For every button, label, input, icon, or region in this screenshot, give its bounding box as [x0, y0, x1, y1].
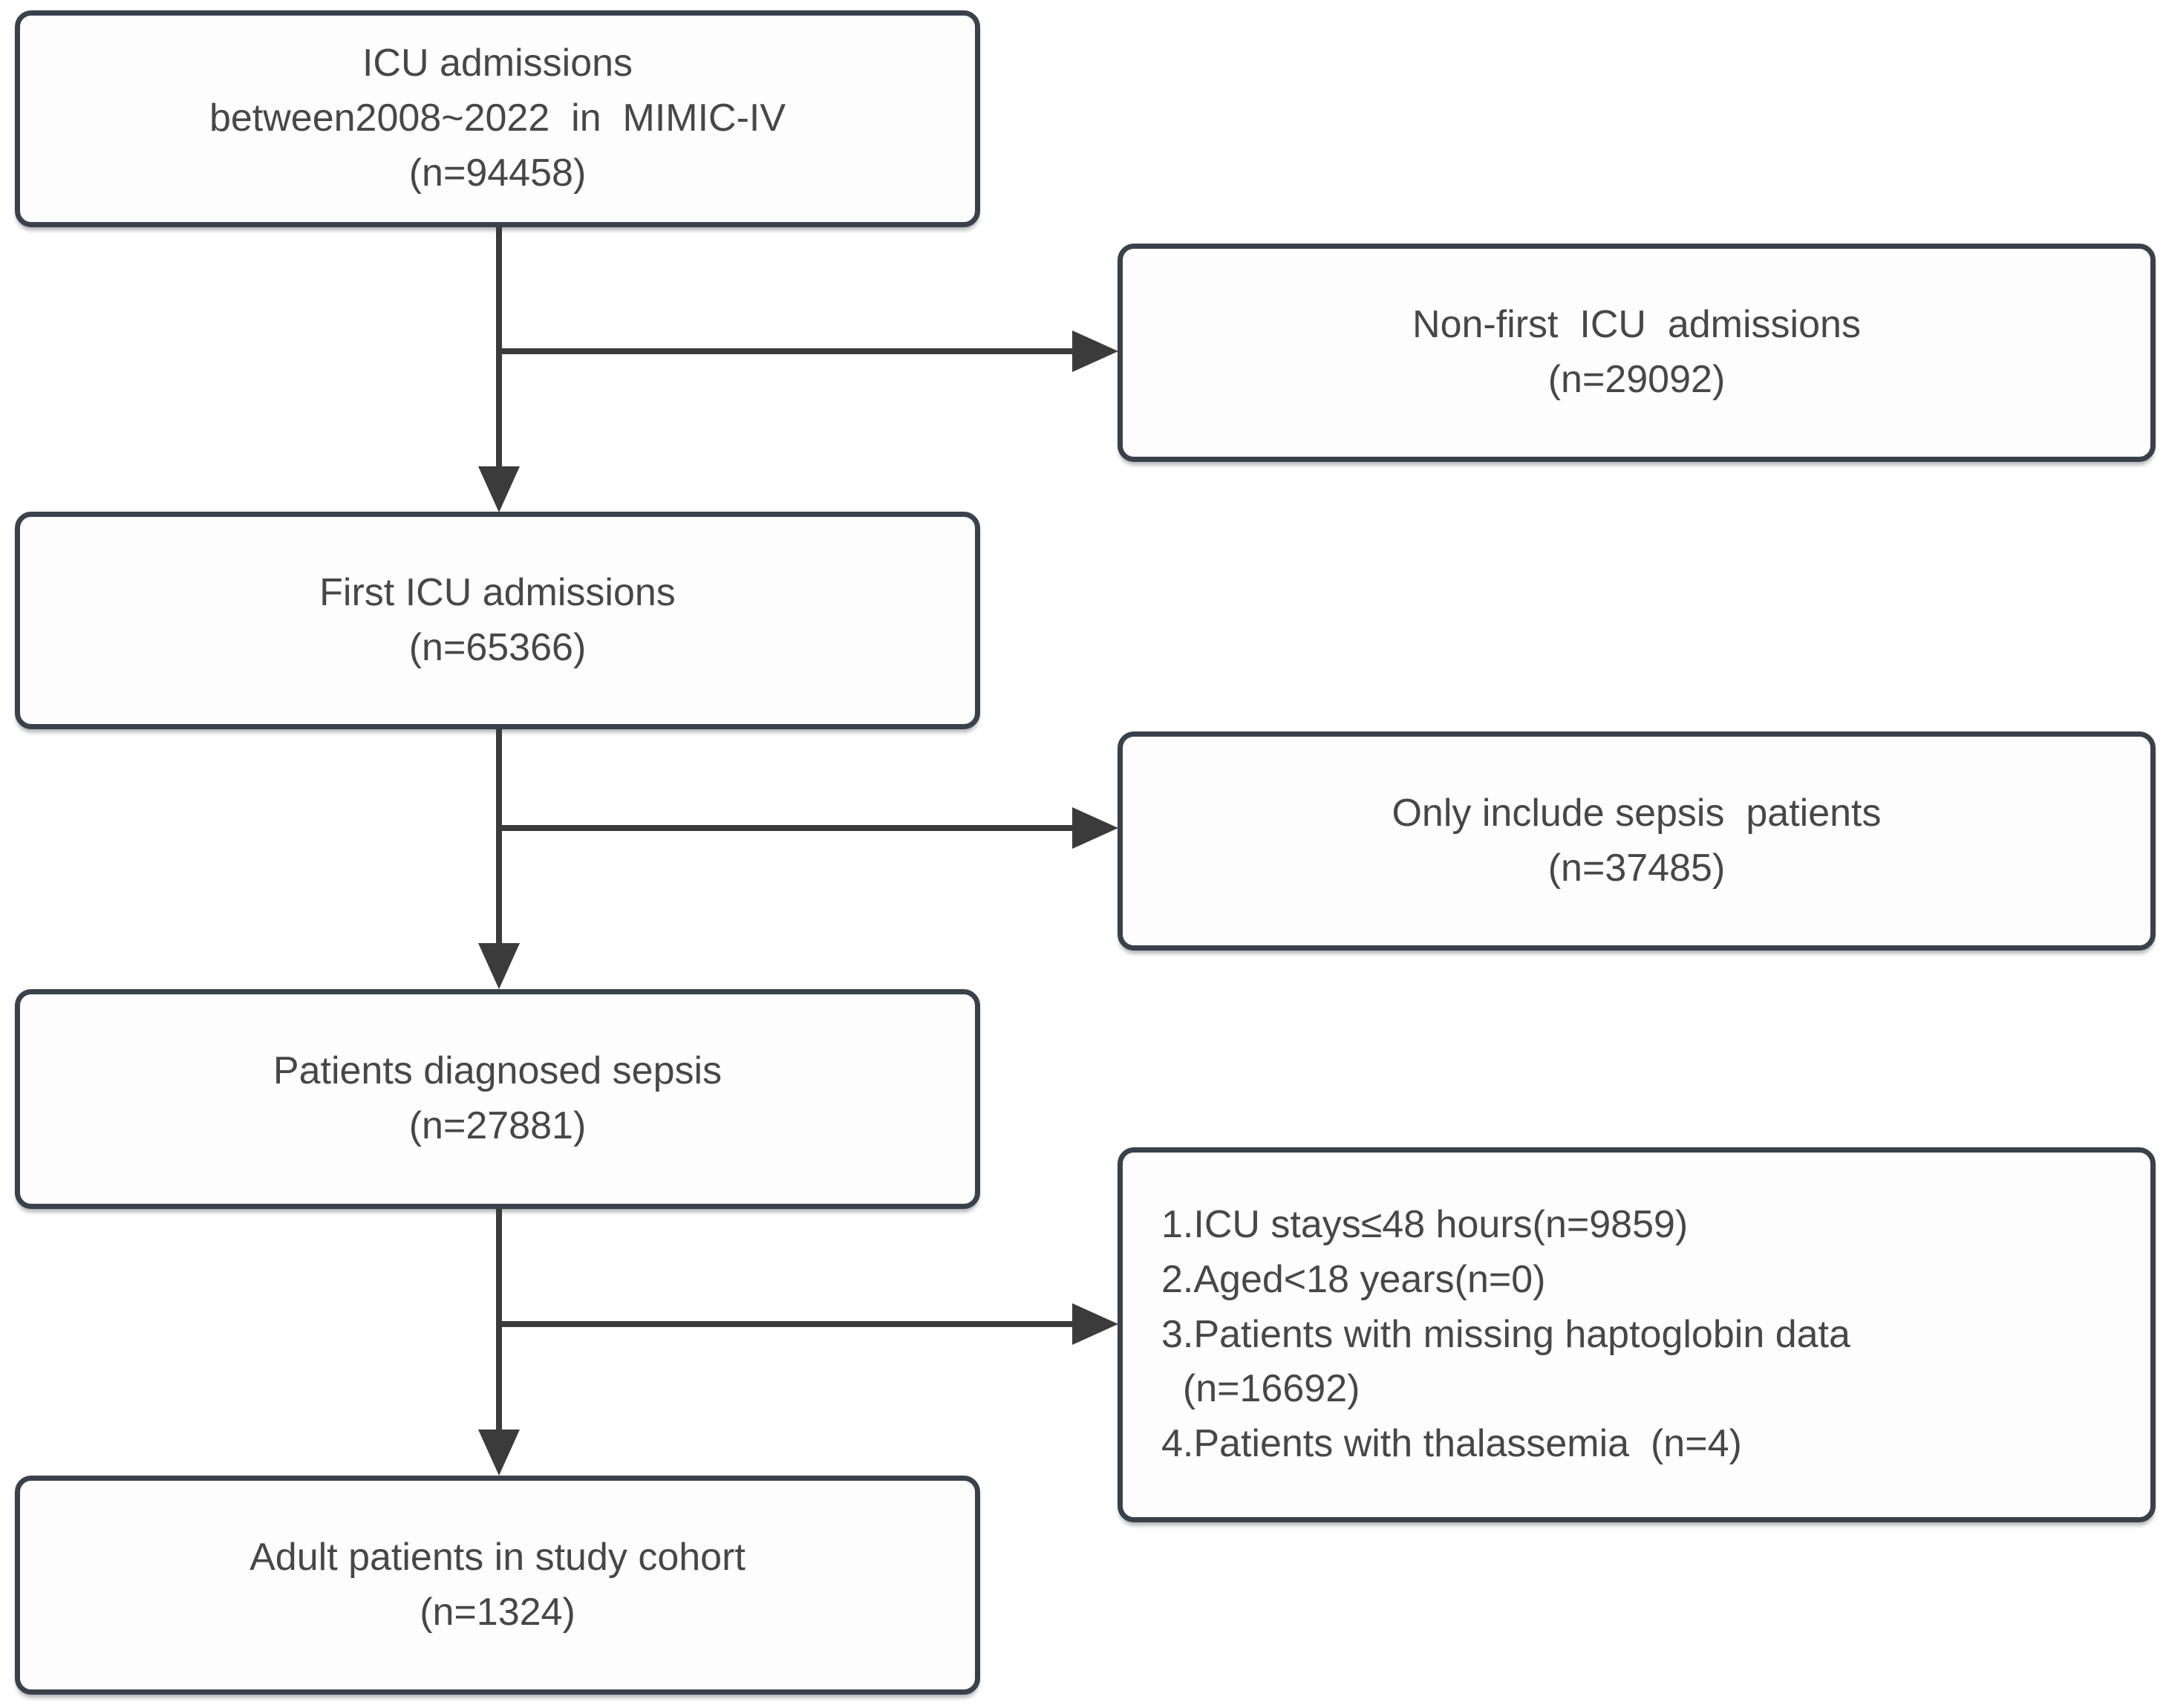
flow-box-non-first-admissions: Non-first ICU admissions (n=29092)	[1118, 244, 2156, 462]
connector-line-vertical-2	[496, 728, 502, 946]
flow-box-text: Adult patients in study cohort	[249, 1535, 746, 1579]
exclusion-item: 2.Aged<18 years(n=0)	[1161, 1257, 1546, 1301]
flow-box-first-admissions: First ICU admissions (n=65366)	[15, 512, 980, 729]
arrowhead-right-icon	[1072, 330, 1118, 372]
flow-box-count: (n=29092)	[1547, 358, 1726, 401]
flow-box-exclusions: 1.ICU stays≤48 hours(n=9859) 2.Aged<18 y…	[1118, 1147, 2156, 1522]
arrowhead-right-icon	[1072, 1303, 1118, 1345]
flow-box-only-sepsis: Only include sepsis patients (n=37485)	[1118, 731, 2156, 951]
flow-box-count: (n=65366)	[408, 625, 587, 669]
connector-line-vertical-3	[496, 1209, 502, 1430]
connector-line-horizontal-3	[499, 1321, 1075, 1327]
flow-box-text: Only include sepsis patients	[1392, 791, 1882, 835]
exclusion-item: 4.Patients with thalassemia (n=4)	[1161, 1422, 1742, 1466]
arrowhead-right-icon	[1072, 807, 1118, 849]
flow-box-icu-admissions: ICU admissions between2008~2022 in MIMIC…	[15, 10, 980, 227]
flow-box-study-cohort: Adult patients in study cohort (n=1324)	[15, 1476, 980, 1695]
arrowhead-down-icon	[478, 466, 520, 512]
arrowhead-down-icon	[478, 1430, 520, 1476]
flow-box-text: ICU admissions	[362, 42, 633, 85]
flow-box-count: (n=37485)	[1547, 846, 1726, 890]
flow-box-diagnosed-sepsis: Patients diagnosed sepsis (n=27881)	[15, 989, 980, 1209]
connector-line-horizontal-2	[499, 825, 1075, 831]
exclusion-item: 3.Patients with missing haptoglobin data	[1161, 1312, 1850, 1356]
flow-box-text: First ICU admissions	[319, 570, 676, 614]
flow-box-text: Non-first ICU admissions	[1412, 303, 1861, 347]
connector-line-horizontal-1	[499, 348, 1075, 354]
flow-box-text: between2008~2022 in MIMIC-IV	[209, 97, 786, 140]
flow-box-count: (n=27881)	[408, 1104, 587, 1147]
exclusion-item-count: (n=16692)	[1161, 1367, 1360, 1411]
exclusion-item: 1.ICU stays≤48 hours(n=9859)	[1161, 1202, 1689, 1246]
flow-box-text: Patients diagnosed sepsis	[273, 1049, 722, 1093]
arrowhead-down-icon	[478, 943, 520, 989]
flow-box-count: (n=1324)	[420, 1590, 575, 1634]
flow-box-count: (n=94458)	[408, 151, 587, 195]
